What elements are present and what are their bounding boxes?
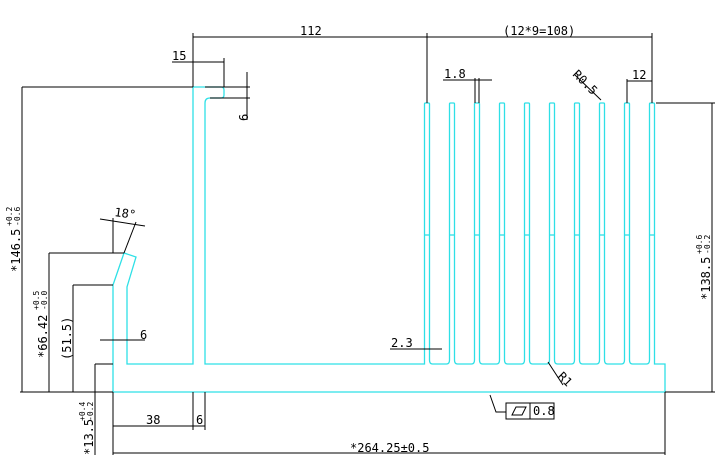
dimension-lines: [20, 33, 715, 455]
dim-fin-height-value: *138.5: [699, 257, 713, 300]
dim-tab-width: 15: [172, 49, 186, 63]
flatness-tolerance-value: 0.8: [533, 404, 555, 418]
dim-total-height-value: *146.5: [9, 229, 23, 272]
dim-fin-root-width: 2.3: [391, 336, 413, 350]
tol-lower: -0.2: [703, 235, 712, 254]
dim-wall-offset: 112: [300, 24, 322, 38]
heatsink-profile-outline: [112, 86, 666, 393]
dim-tab-height: 6: [237, 114, 251, 121]
dim-wall-position: 38: [146, 413, 160, 427]
dim-total-height: *146.5 +0.2 -0.6: [5, 207, 23, 272]
tol-upper: +0.4: [78, 402, 87, 421]
dim-fin-height: *138.5 +0.6 -0.2: [695, 235, 713, 300]
dim-lip-height: *66.42 +0.5 -0.0: [32, 291, 50, 358]
dim-fin-tip-radius: R0.5: [570, 67, 600, 97]
tol-lower: -0.6: [13, 207, 22, 226]
dim-base-thickness: *13.5 +0.4 -0.2: [78, 402, 96, 455]
dim-fin-spacing: 12: [632, 68, 646, 82]
dim-fin-thickness: 1.8: [444, 67, 466, 81]
dim-fin-root-radius: R1: [555, 369, 575, 389]
dim-lip-angle: 18°: [114, 205, 137, 222]
dim-lip-straight-height: (51.5): [60, 317, 74, 360]
tol-lower: -0.0: [40, 291, 49, 310]
dim-lip-thickness: 6: [140, 328, 147, 342]
tol-upper: +0.2: [5, 207, 14, 226]
dim-lip-height-value: *66.42: [36, 315, 50, 358]
tol-upper: +0.6: [695, 235, 704, 254]
dim-base-thickness-value: *13.5: [82, 419, 96, 455]
tol-upper: +0.5: [32, 291, 41, 310]
dim-wall-thickness: 6: [196, 413, 203, 427]
dim-fin-pitch: (12*9=108): [503, 24, 575, 38]
tol-lower: -0.2: [86, 402, 95, 421]
dim-total-width: *264.25±0.5: [350, 441, 429, 455]
